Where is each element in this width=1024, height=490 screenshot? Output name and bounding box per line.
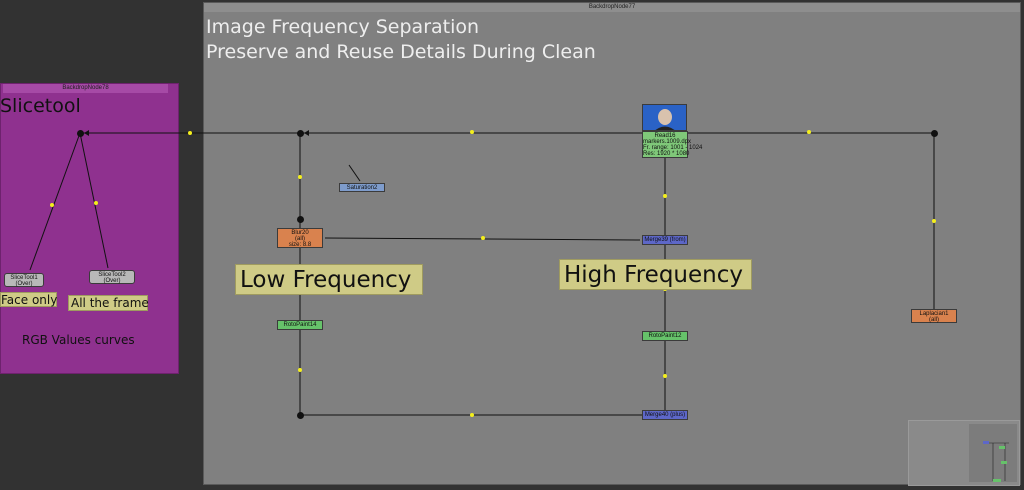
wire-handle[interactable] <box>807 130 811 134</box>
backdrop-slicetool[interactable]: BackdropNode78 <box>0 83 179 374</box>
slicetool2-node[interactable]: SliceTool2 (Over) <box>89 270 135 284</box>
blur-node-name: Blur20 <box>291 230 309 236</box>
junction-dot[interactable] <box>77 130 84 137</box>
rotopaint12-node-label: RotoPaint12 <box>648 333 682 339</box>
junction-dot[interactable] <box>297 216 304 223</box>
heading-line-1: Image Frequency Separation <box>206 16 480 38</box>
sticky-high-frequency[interactable]: High Frequency <box>559 259 752 290</box>
wire-handle[interactable] <box>188 131 192 135</box>
wire-saturation-pointer <box>348 164 361 182</box>
slicetool2-node-name: SliceTool2 <box>98 272 126 278</box>
wire-handle[interactable] <box>663 194 667 198</box>
arrow-head-icon <box>84 130 89 136</box>
laplacian-node[interactable]: Laplacian1 (all) <box>911 309 957 323</box>
wire-handle[interactable] <box>470 130 474 134</box>
portrait-thumbnail-icon <box>643 105 686 130</box>
backdrop-main[interactable]: BackdropNode77 <box>203 2 1021 485</box>
minimap-preview <box>969 424 1017 482</box>
saturation-node-label: Saturation2 <box>346 185 378 191</box>
sticky-all-the-frame[interactable]: All the frame <box>68 295 149 311</box>
read-node-name: Read16 <box>654 133 676 139</box>
arrow-head-icon <box>304 130 309 136</box>
slicetool1-node[interactable]: SliceTool1 (Over) <box>4 273 44 287</box>
junction-dot[interactable] <box>931 130 938 137</box>
wire-handle[interactable] <box>298 175 302 179</box>
saturation-node[interactable]: Saturation2 <box>339 183 385 192</box>
rotopaint14-node[interactable]: RotoPaint14 <box>277 320 323 330</box>
slicetool1-node-name: SliceTool1 <box>10 275 38 281</box>
laplacian-node-channels: (all) <box>929 317 939 323</box>
backdrop-slicetool-title: BackdropNode78 <box>3 84 168 93</box>
wire-slice2 <box>79 132 109 269</box>
backdrop-main-title: BackdropNode77 <box>204 3 1020 12</box>
sticky-low-frequency[interactable]: Low Frequency <box>235 264 423 295</box>
junction-dot[interactable] <box>297 412 304 419</box>
merge-plus-node-label: Merge40 (plus) <box>644 412 686 418</box>
slicetool1-node-mode: (Over) <box>15 281 33 287</box>
node-graph-minimap[interactable] <box>908 420 1020 486</box>
slicetool2-node-mode: (Over) <box>103 278 121 284</box>
wire-handle[interactable] <box>94 201 98 205</box>
blur-node-channels: (all) <box>295 236 305 242</box>
wire-handle[interactable] <box>470 413 474 417</box>
sticky-rgb-curves[interactable]: RGB Values curves <box>22 333 135 347</box>
merge-plus-node[interactable]: Merge40 (plus) <box>642 410 688 420</box>
laplacian-node-name: Laplacian1 <box>919 311 949 317</box>
sticky-face-only[interactable]: Face only <box>0 292 58 307</box>
blur-node-size: size: 8.8 <box>288 242 312 248</box>
merge-from-node-label: Merge39 (from) <box>644 237 686 243</box>
read-node[interactable]: Read16 markers.1009.dpx Fr. range: 1001 … <box>642 131 703 158</box>
wire-handle[interactable] <box>932 219 936 223</box>
merge-from-node[interactable]: Merge39 (from) <box>642 235 688 245</box>
slicetool-heading: Slicetool <box>0 95 81 117</box>
blur-node[interactable]: Blur20 (all) size: 8.8 <box>277 228 323 248</box>
rotopaint14-node-label: RotoPaint14 <box>283 322 317 328</box>
junction-dot[interactable] <box>297 130 304 137</box>
wire-slice1 <box>29 132 81 271</box>
wire-handle[interactable] <box>481 236 485 240</box>
heading-line-2: Preserve and Reuse Details During Clean <box>206 41 596 63</box>
read-node-res: Res: 1920 * 1080 <box>643 151 690 157</box>
wire-handle[interactable] <box>298 368 302 372</box>
wire-handle[interactable] <box>50 203 54 207</box>
rotopaint12-node[interactable]: RotoPaint12 <box>642 331 688 341</box>
read-node-range: Fr. range: 1001 - 1024 <box>643 145 703 151</box>
read-node-file: markers.1009.dpx <box>643 139 692 145</box>
wire-handle[interactable] <box>663 374 667 378</box>
read-thumbnail[interactable] <box>642 104 687 131</box>
